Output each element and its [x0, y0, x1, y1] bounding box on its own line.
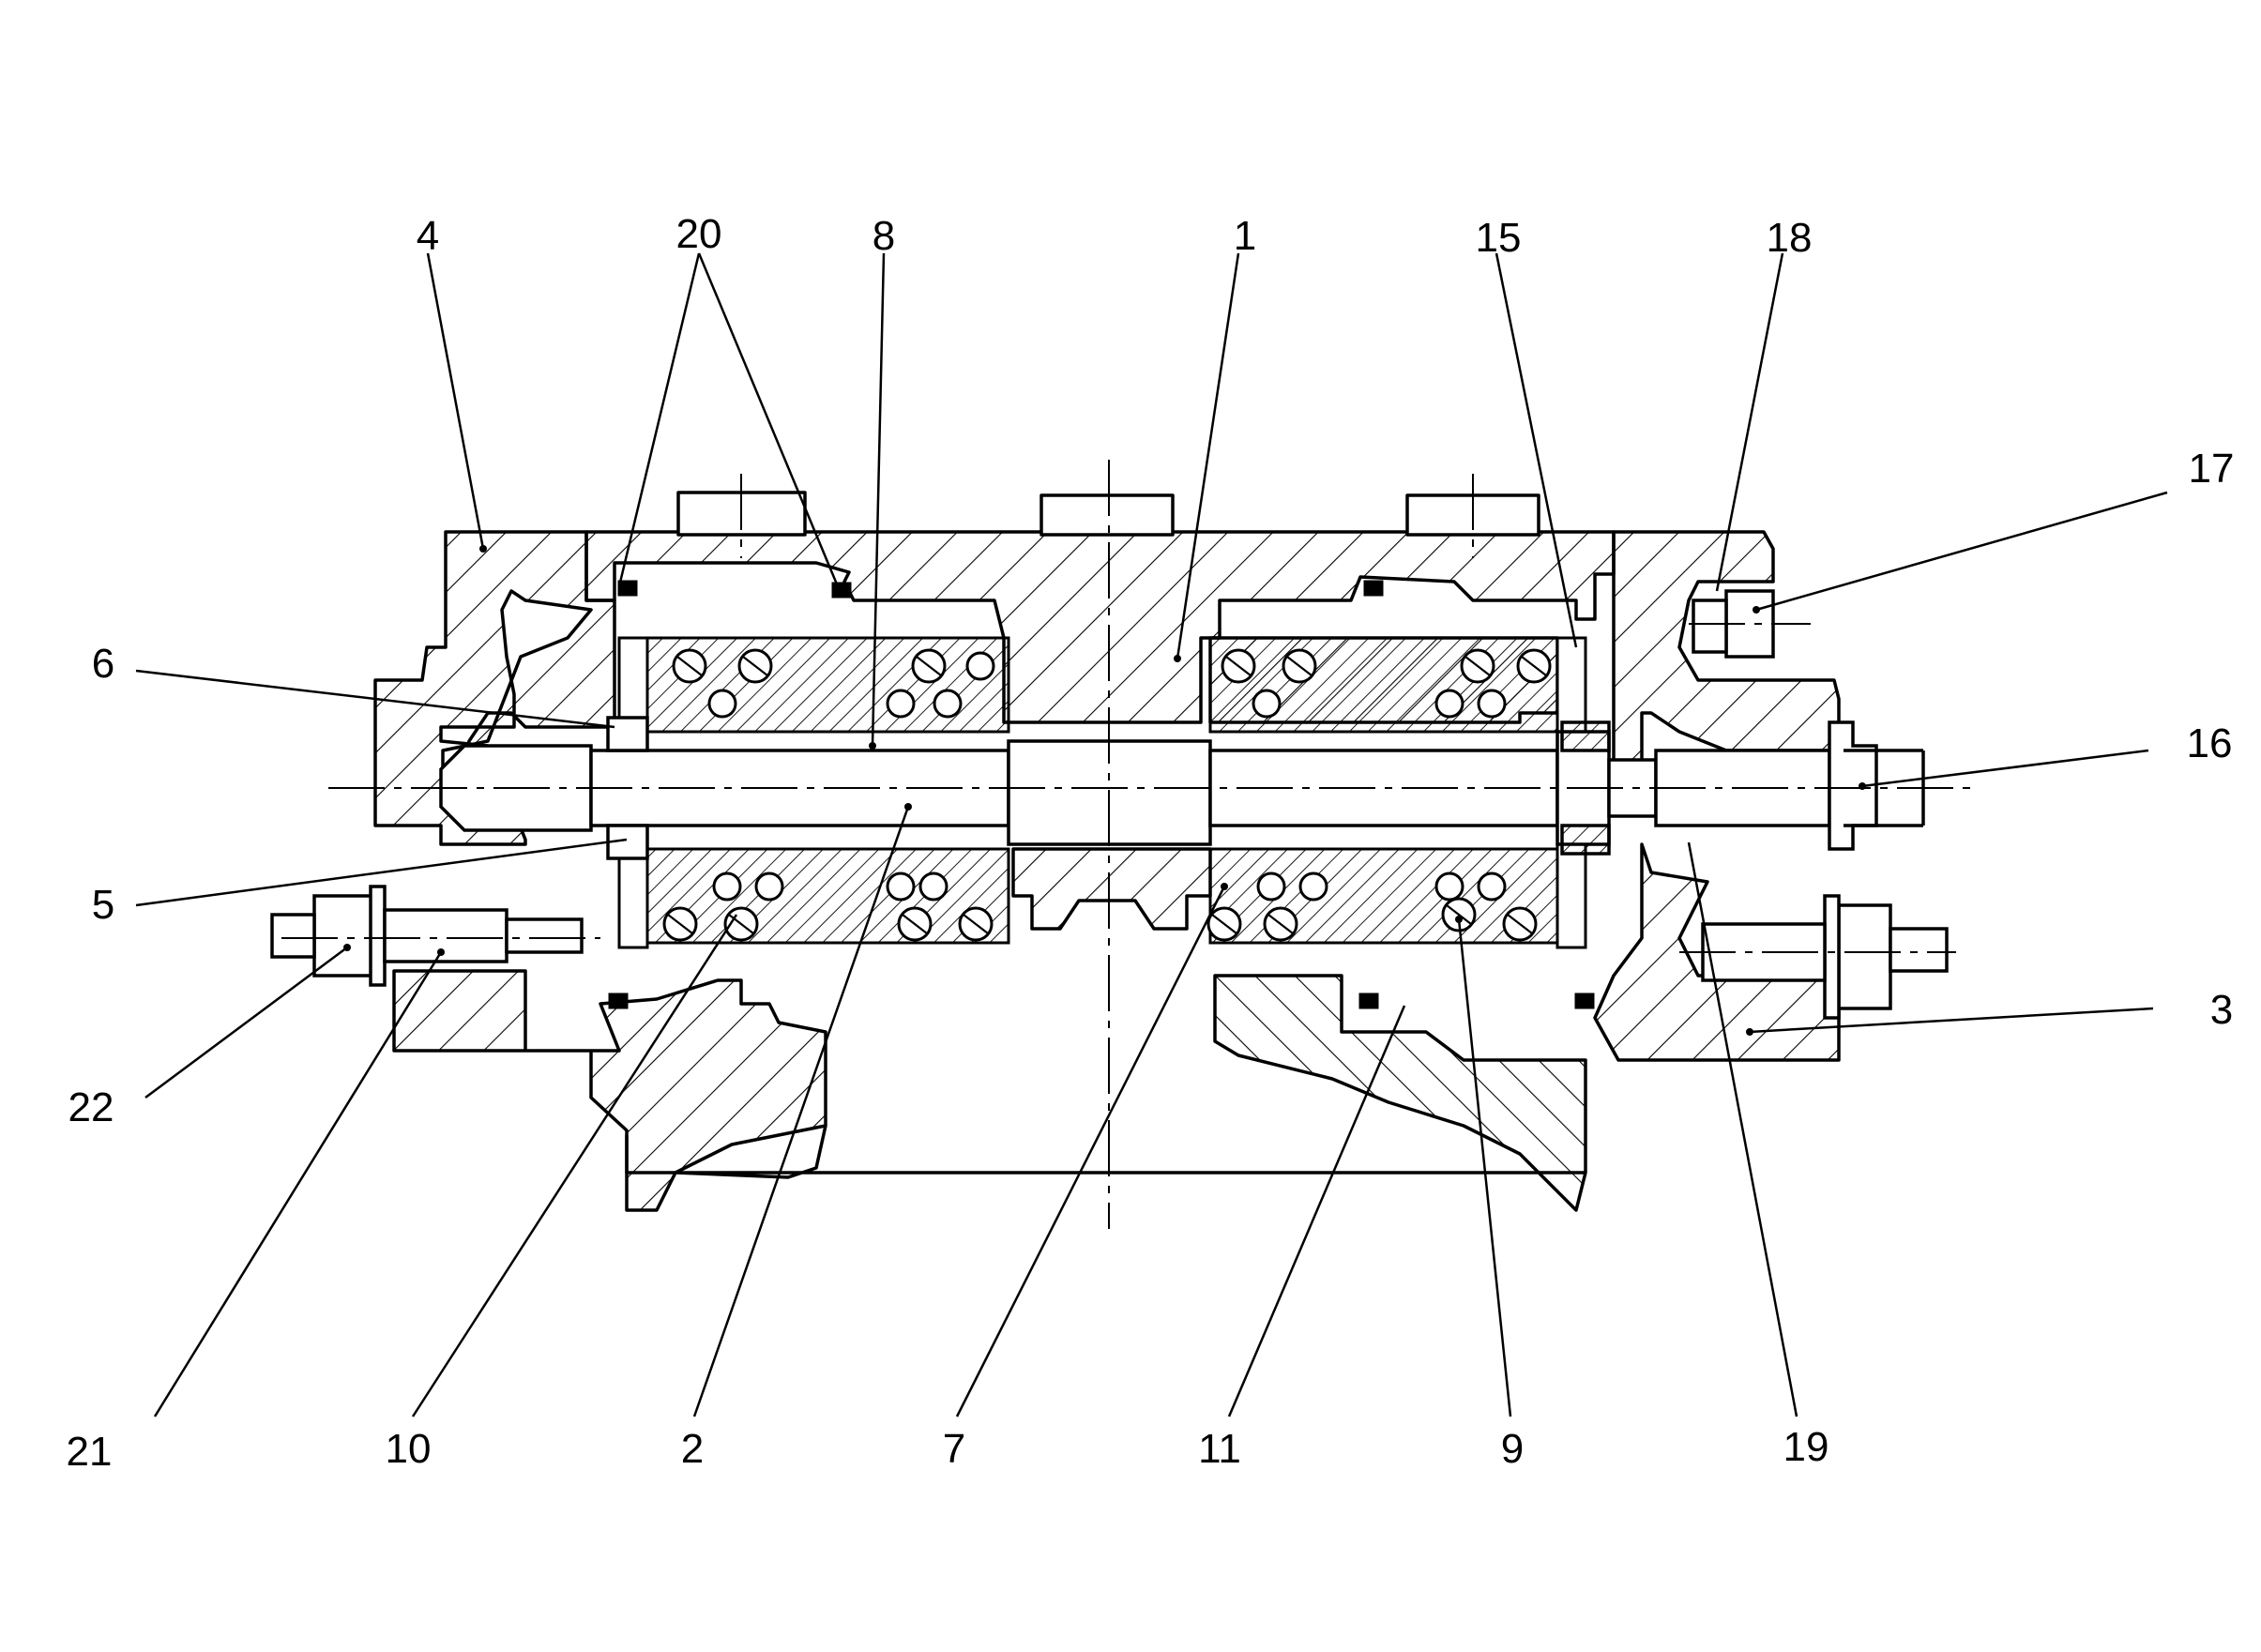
left-cage-upper	[645, 636, 1010, 734]
leader-10	[411, 914, 738, 1417]
callout-16: 16	[2186, 720, 2233, 766]
bolt-21-thread	[505, 917, 584, 954]
leader-dots	[343, 545, 1866, 1036]
collar-right-15-lower	[1560, 824, 1611, 856]
leader-15	[1495, 252, 1578, 648]
leader-18	[1715, 252, 1784, 592]
base-outline	[625, 1125, 1586, 1179]
leader-19	[1687, 841, 1798, 1417]
leader-11	[1227, 1005, 1406, 1417]
leader-lines	[135, 252, 2168, 1417]
callout-21: 21	[66, 1429, 113, 1475]
leader-4	[426, 252, 485, 550]
callout-20: 20	[675, 211, 722, 257]
callout-5: 5	[91, 882, 115, 928]
callout-19: 19	[1783, 1424, 1829, 1470]
housing-body	[373, 491, 1841, 1212]
callout-10: 10	[385, 1426, 432, 1472]
bolt-21-shank	[383, 908, 508, 963]
bolt-3-tail	[1889, 927, 1949, 973]
callout-1: 1	[1233, 213, 1257, 259]
callout-11: 11	[1198, 1426, 1241, 1472]
left-end-cover	[373, 530, 616, 846]
callout-2: 2	[680, 1426, 705, 1472]
bolt-22-washer	[369, 885, 387, 987]
coil-group-upper-left	[672, 648, 995, 719]
leader-1	[1176, 252, 1240, 659]
leader-21	[153, 951, 443, 1417]
callout-18: 18	[1766, 215, 1813, 261]
callout-22: 22	[68, 1084, 114, 1130]
bolt-3-washer	[1823, 894, 1841, 1020]
leader-22	[144, 946, 348, 1099]
lower-housing-left	[392, 969, 827, 1212]
leader-20a	[617, 252, 701, 587]
callout-17: 17	[2188, 446, 2235, 492]
spring-coils	[662, 648, 1552, 942]
right-cage-upper	[1208, 636, 1559, 734]
seal-top-right	[1363, 580, 1384, 597]
plug-18	[1692, 599, 1728, 654]
left-cage-lower	[645, 847, 1010, 945]
leader-8	[871, 252, 886, 747]
leader-20b	[697, 252, 842, 592]
seal-20-right	[831, 582, 852, 599]
lower-housing-right	[1213, 974, 1587, 1212]
callout-4: 4	[416, 213, 440, 259]
coil-hatch	[667, 656, 1547, 934]
seal-20-left	[617, 580, 638, 597]
centerlines	[281, 460, 1970, 1229]
leader-3	[1749, 1007, 2154, 1034]
callout-6: 6	[91, 641, 115, 687]
bolts	[270, 589, 1949, 1020]
seal-bottom-far-right	[1574, 993, 1595, 1009]
center-hub	[1011, 847, 1212, 931]
callout-15: 15	[1475, 215, 1522, 261]
leader-16	[1861, 749, 2149, 788]
leader-2	[692, 806, 910, 1417]
top-boss-center	[1039, 493, 1175, 537]
leader-7	[955, 886, 1226, 1417]
callout-9: 9	[1500, 1426, 1525, 1472]
leader-6	[135, 669, 615, 729]
leader-9	[1457, 918, 1512, 1417]
seals	[608, 580, 1595, 1009]
bolt-3-head	[1837, 903, 1892, 1010]
callout-8: 8	[872, 213, 896, 259]
collar-right-15-upper	[1560, 720, 1611, 752]
leader-17	[1755, 491, 2168, 612]
callout-7: 7	[942, 1426, 966, 1472]
callout-3: 3	[2209, 987, 2234, 1033]
bolt-left-stub	[270, 913, 316, 959]
seal-bottom-right	[1358, 993, 1379, 1009]
leader-5	[135, 838, 628, 907]
seal-bottom-left	[608, 993, 629, 1009]
collar-left-6	[606, 716, 649, 752]
